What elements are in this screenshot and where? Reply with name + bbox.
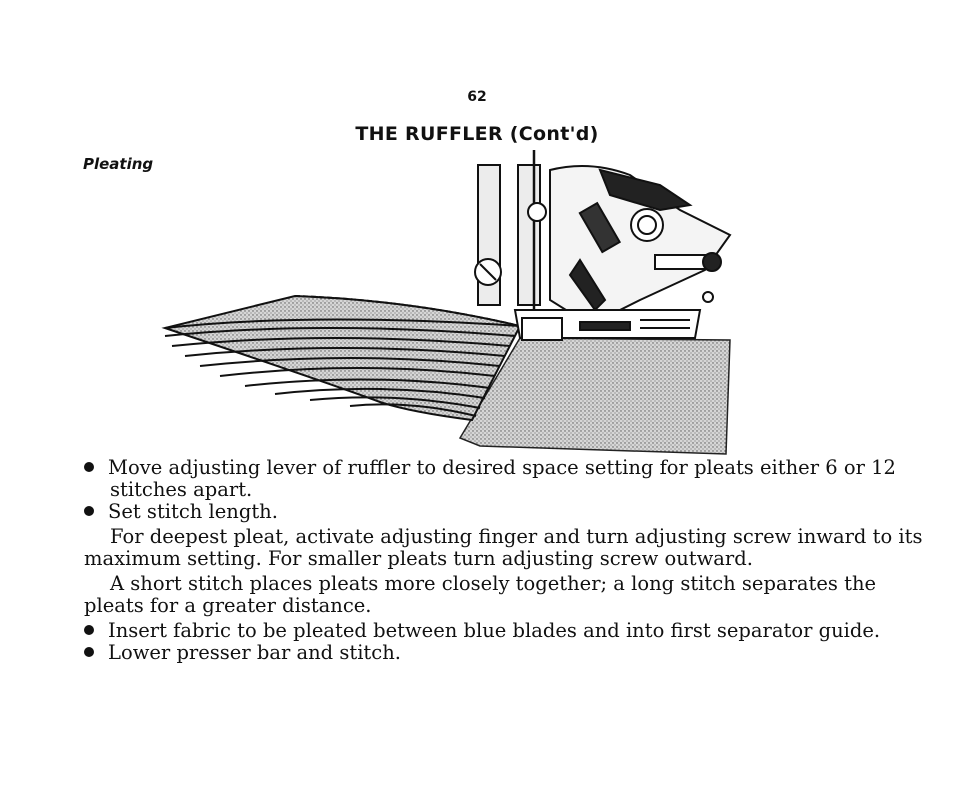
paragraph-1: For deepest pleat, activate adjusting fi… bbox=[84, 525, 923, 570]
instruction-bullet-3: Insert fabric to be pleated between blue… bbox=[84, 620, 924, 642]
ruffler-attachment-pleating-illustration bbox=[161, 150, 732, 455]
bullet-4-text: Lower presser bar and stitch. bbox=[108, 641, 401, 664]
pleated-fabric bbox=[161, 294, 522, 422]
instruction-bullet-4: Lower presser bar and stitch. bbox=[84, 642, 924, 664]
page-title: THE RUFFLER (Cont'd) bbox=[355, 123, 599, 145]
flat-fabric bbox=[458, 337, 731, 455]
instruction-bullet-1: Move adjusting lever of ruffler to desir… bbox=[84, 457, 924, 501]
section-label: Pleating bbox=[83, 155, 154, 173]
bullet-dot-icon bbox=[84, 506, 94, 516]
bullet-1-text: Move adjusting lever of ruffler to desir… bbox=[108, 456, 896, 501]
needle-bar bbox=[474, 150, 547, 325]
bullet-dot-icon bbox=[84, 625, 94, 635]
page-number: 62 bbox=[467, 89, 487, 105]
bullet-dot-icon bbox=[84, 647, 94, 657]
bullet-2-text: Set stitch length. bbox=[108, 500, 278, 523]
bullet-dot-icon bbox=[84, 462, 94, 472]
ruffler-body bbox=[513, 165, 732, 341]
paragraph-2: A short stitch places pleats more closel… bbox=[84, 572, 877, 617]
bullet-3-text: Insert fabric to be pleated between blue… bbox=[108, 619, 881, 642]
instruction-bullet-2: Set stitch length. bbox=[84, 501, 924, 523]
instructions: Move adjusting lever of ruffler to desir… bbox=[84, 457, 924, 664]
